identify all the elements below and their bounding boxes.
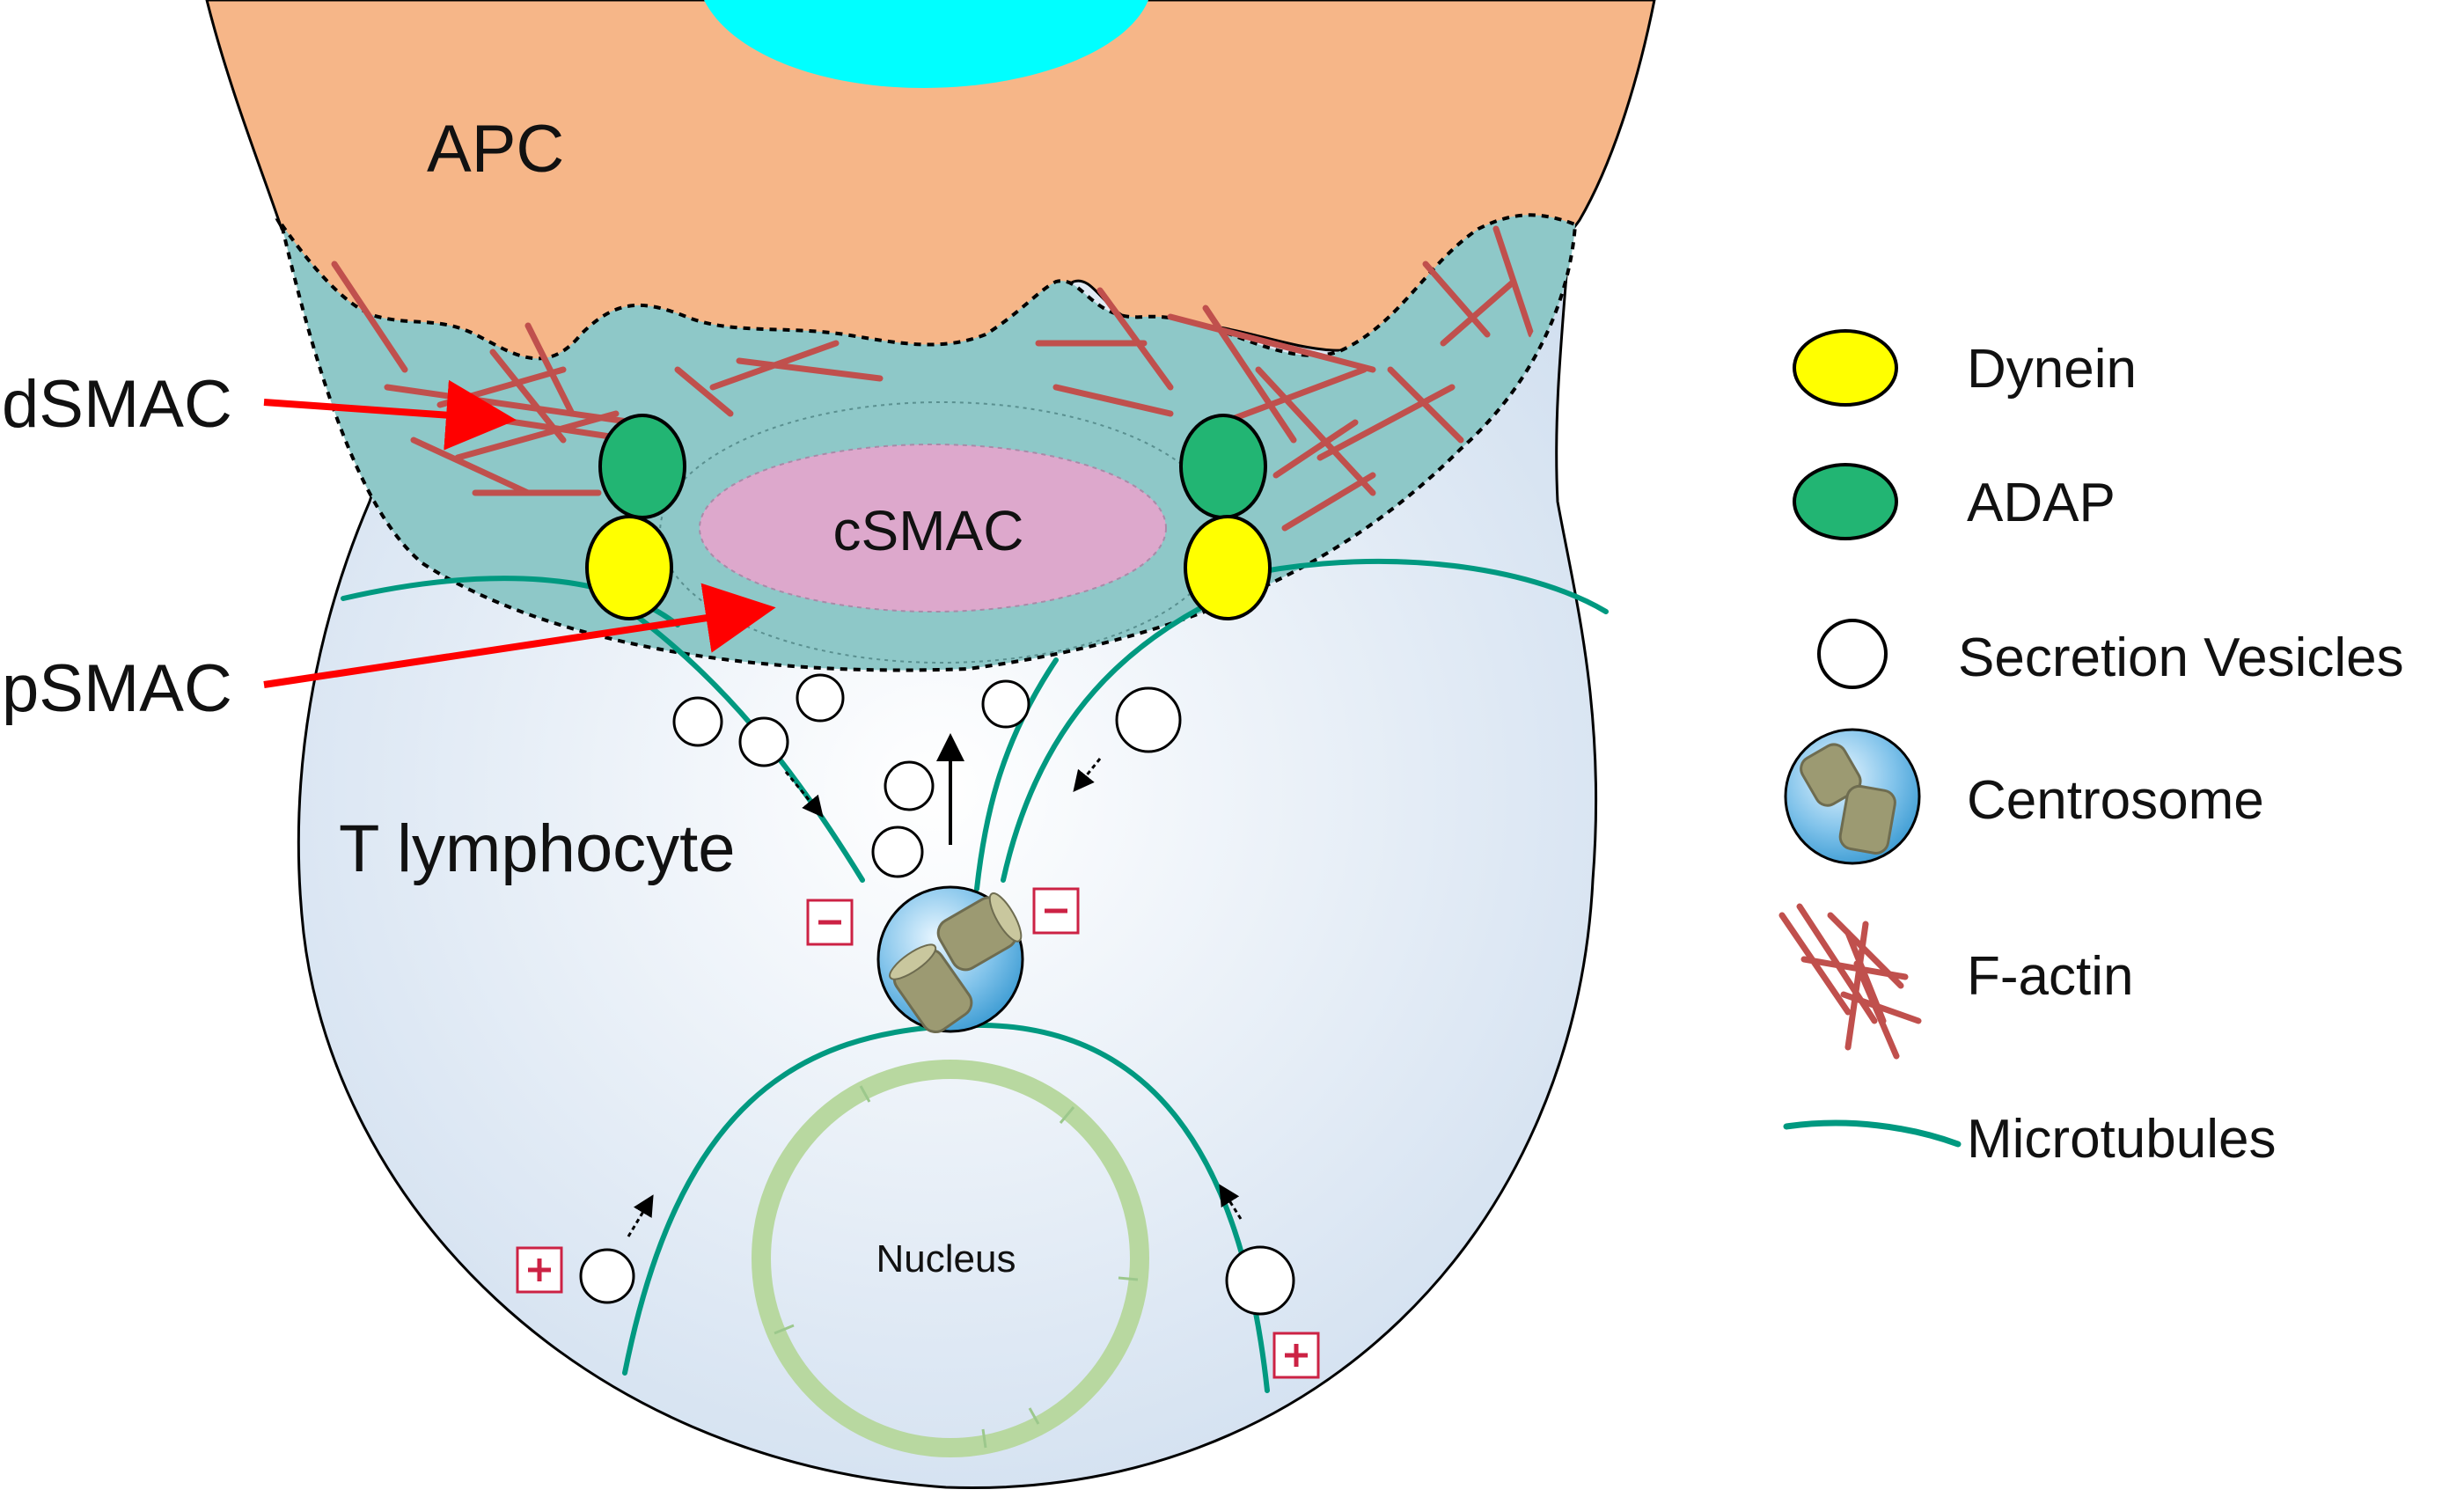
psmac-arrow xyxy=(263,583,776,688)
centrosome xyxy=(876,885,1024,1034)
csmac-region xyxy=(699,444,1167,613)
secretion-vesicles xyxy=(579,673,1295,1316)
legend-vesicle-icon xyxy=(1817,619,1888,689)
plus-end-marker-left xyxy=(516,1246,563,1294)
plus-end-marker-right xyxy=(1272,1332,1320,1379)
legend-factin-icon xyxy=(1778,903,1922,1060)
legend: Dynein ADAP Secretion Vesicles Centrosom… xyxy=(1778,329,2404,1170)
apc-label: APC xyxy=(427,112,564,187)
legend-centrosome-label: Centrosome xyxy=(1967,770,2264,831)
t-lymphocyte-label: T lymphocyte xyxy=(339,811,736,886)
nuclear-pores xyxy=(774,1085,1139,1449)
dynein-left xyxy=(585,515,673,620)
legend-microtubules-icon xyxy=(1783,1119,1962,1148)
transport-arrows xyxy=(627,733,1243,1237)
apc-nucleus xyxy=(704,0,1148,88)
legend-microtubules-label: Microtubules xyxy=(1967,1109,2276,1170)
legend-factin-label: F-actin xyxy=(1967,946,2133,1007)
minus-end-marker-right xyxy=(1032,887,1080,935)
t-cell-nucleus xyxy=(752,1060,1149,1457)
adap-right xyxy=(1179,414,1267,519)
legend-centrosome-icon xyxy=(1784,728,1921,865)
legend-adap-icon xyxy=(1793,463,1898,540)
legend-adap-label: ADAP xyxy=(1967,473,2116,533)
dsmac-arrow xyxy=(263,379,517,451)
nucleus-label: Nucleus xyxy=(876,1237,1016,1281)
legend-vesicle-label: Secretion Vesicles xyxy=(1958,627,2404,688)
minus-end-marker-left xyxy=(806,899,854,946)
dynein-right xyxy=(1184,515,1272,620)
legend-dynein-label: Dynein xyxy=(1967,339,2137,400)
psmac-label: pSMAC xyxy=(2,651,232,726)
csmac-label: cSMAC xyxy=(833,499,1024,562)
adap-left xyxy=(598,414,686,519)
dsmac-label: dSMAC xyxy=(2,367,232,442)
legend-dynein-icon xyxy=(1793,329,1898,407)
